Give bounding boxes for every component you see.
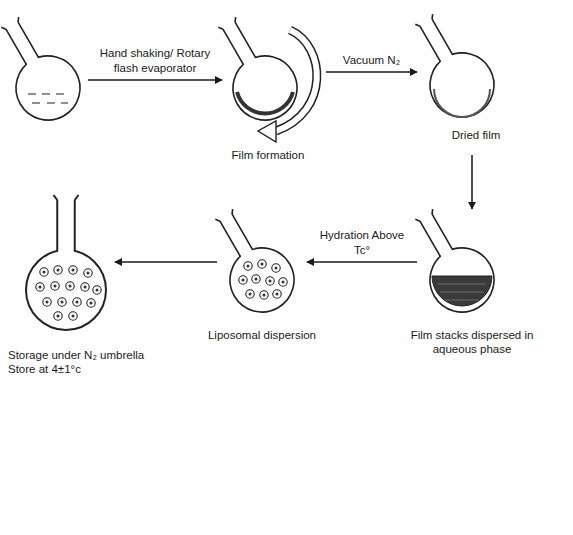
step-caption: Film formation — [213, 148, 323, 162]
flask — [396, 198, 505, 324]
step-caption: Film stacks dispersed in aqueous phase — [392, 328, 552, 357]
process-arrow — [307, 261, 417, 263]
flask — [26, 195, 106, 330]
caption-text: Film stacks dispersed in aqueous phase — [392, 328, 552, 357]
flask-step: Film formation — [225, 20, 323, 125]
rotation-arrowhead — [258, 121, 276, 142]
caption-text: Film formation — [213, 148, 323, 162]
step-caption: Dried film — [431, 128, 521, 142]
step-label: Hand shaking/ Rotary flash evaporator — [93, 46, 217, 75]
dried-film — [434, 89, 490, 117]
film-stack-texture — [438, 284, 486, 300]
flask — [196, 198, 305, 324]
flask — [396, 3, 505, 129]
flask-step — [10, 20, 85, 125]
solution-dashes — [28, 94, 68, 103]
rotation-arrow — [276, 30, 317, 131]
process-arrow — [88, 79, 222, 81]
rotation-arrow-inner — [276, 30, 317, 131]
lipid-film — [237, 92, 293, 113]
caption-text: Store at 4±1°c — [8, 362, 208, 376]
liposome-vesicles — [239, 260, 287, 299]
flask-step: Film stacks dispersed in aqueous phase — [420, 212, 502, 318]
step-label: Hydration Above Tc° — [317, 228, 407, 257]
flask-step: Liposomal dispersion — [220, 212, 304, 318]
process-arrow — [471, 155, 473, 209]
flask-step: Dried film — [420, 15, 502, 152]
step-caption: Liposomal dispersion — [192, 328, 332, 342]
caption-text: Liposomal dispersion — [192, 328, 332, 342]
flask — [0, 6, 92, 132]
film-stacks — [432, 276, 492, 306]
process-arrow — [326, 71, 417, 73]
step-label: Vacuum N₂ — [332, 53, 412, 67]
process-arrow — [115, 261, 217, 263]
step-caption: Storage under N₂ umbrellaStore at 4±1°c — [8, 348, 208, 377]
flask-step: Storage under N₂ umbrellaStore at 4±1°c — [20, 195, 112, 335]
caption-text: Dried film — [431, 128, 521, 142]
caption-text: Storage under N₂ umbrella — [8, 348, 208, 362]
liposome-vesicles — [36, 266, 101, 320]
